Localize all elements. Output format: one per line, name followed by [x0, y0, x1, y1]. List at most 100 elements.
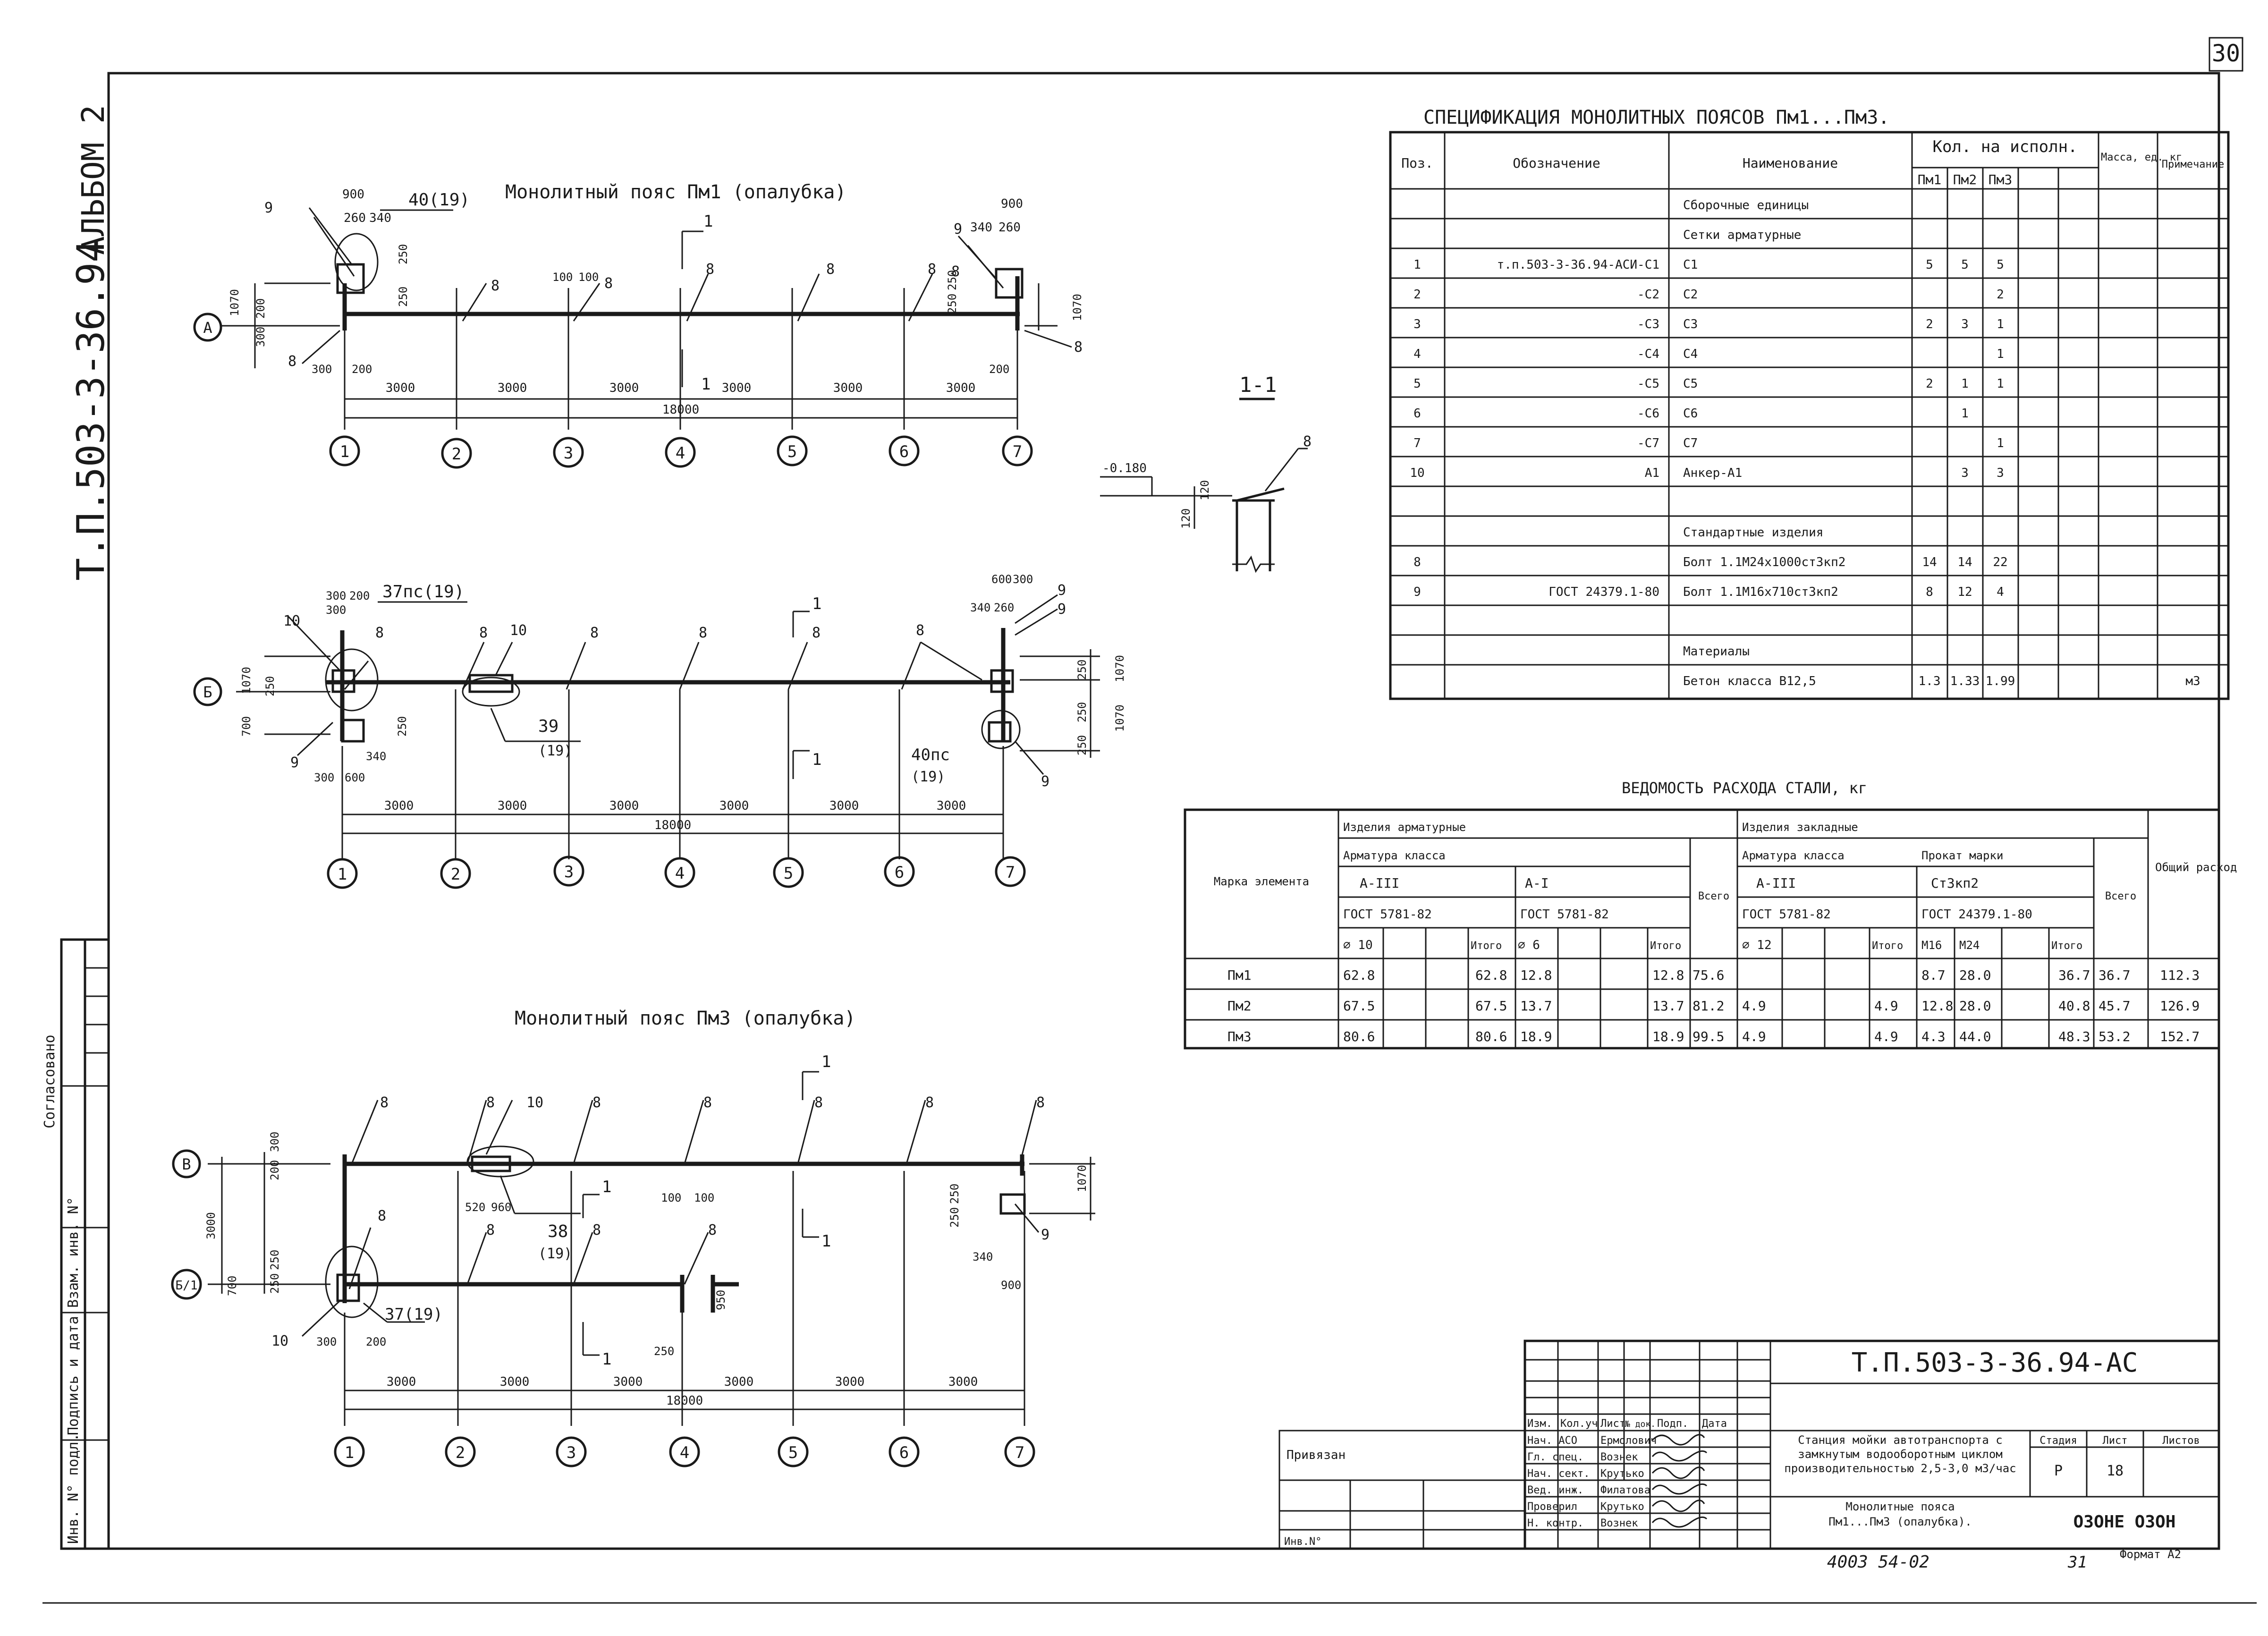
- plan-pm3-section-mark-1: 1: [821, 1052, 831, 1071]
- plan-pm3-axis-2: 2: [456, 1443, 465, 1462]
- plan-pm3-span-4: 3000: [724, 1375, 754, 1389]
- stamp-signature-date: Подпись и дата: [65, 1316, 82, 1435]
- section-1-1-level: -0.180: [1102, 461, 1147, 475]
- spec-cell-qty-pm2: 1: [1961, 407, 1969, 421]
- plan-pm2-dim-250b: 250: [396, 716, 409, 737]
- spec-cell-qty-pm3: 1.99: [1986, 674, 2015, 688]
- plan-pm3-dim-100b: 100: [694, 1191, 714, 1204]
- steel-cell-itogo3: 4.9: [1874, 998, 1898, 1014]
- tb-role-4: Вед. инж.: [1527, 1484, 1583, 1496]
- plan-pm2-dim-250d: 250: [1075, 702, 1089, 722]
- plan-pm3-axis-5: 5: [788, 1443, 798, 1462]
- plan-pm2-span-3: 3000: [609, 799, 639, 813]
- plan-pm2: 37пс(19) 39 (19) 40пс (19) 300 200 300 6…: [193, 573, 1126, 889]
- tb-name-1: Ермолович: [1600, 1435, 1657, 1447]
- plan-pm2-span-2: 3000: [498, 799, 527, 813]
- spec-cell-designation: -С6: [1637, 407, 1659, 421]
- plan-pm1-dim-250c: 250: [946, 270, 959, 290]
- steel-dia-6: ⌀ 6: [1518, 938, 1540, 952]
- plan-pm3-mark-8j: 8: [592, 1222, 601, 1238]
- spec-cell-qty-pm2: 1.33: [1950, 674, 1980, 688]
- spec-cell-qty-pm1: 8: [1926, 585, 1933, 599]
- plan-pm1-dim-top-right-3: 260: [999, 220, 1021, 235]
- spec-cell-qty-pm2: 14: [1957, 555, 1972, 569]
- plan-pm2-mark-8b: 8: [479, 625, 488, 641]
- tb-h-sign: Подп.: [1657, 1418, 1688, 1430]
- tb-project-title: Станция мойки автотранспорта с замкнутым…: [1784, 1433, 2016, 1475]
- plan-pm1-span-4: 3000: [722, 381, 752, 395]
- steel-h-total-2: Всего: [2105, 890, 2136, 902]
- plan-pm2-span-6: 3000: [937, 799, 966, 813]
- plan-pm1-mark-8g: 8: [951, 263, 960, 280]
- plan-pm2-dim-600: 600: [345, 771, 365, 784]
- spec-cell-pos: 5: [1413, 377, 1421, 391]
- steel-cell-m24: 44.0: [1959, 1029, 1991, 1044]
- steel-itogo-2: Итого: [1650, 940, 1681, 952]
- spec-h-note: Примечание: [2162, 159, 2224, 170]
- plan-pm2-node-right-circle: [981, 710, 1021, 749]
- plan-pm1-dim-100a: 100: [552, 271, 573, 284]
- steel-cell-m24: 28.0: [1959, 998, 1991, 1014]
- tb-name-4: Филатова: [1600, 1484, 1650, 1496]
- steel-cell-total2: 36.7: [2099, 967, 2130, 983]
- steel-grade: Ст3кп2: [1931, 875, 1979, 891]
- spec-cell-qty-pm2: 1: [1961, 377, 1969, 391]
- plan-pm3-node-left-circle: [325, 1246, 379, 1318]
- steel-cell-overall: 152.7: [2160, 1029, 2200, 1044]
- plan-pm2-mark-9a: 9: [1058, 582, 1066, 599]
- sheet-number: 30: [2212, 40, 2240, 67]
- plan-pm1-dim-300b: 300: [312, 363, 332, 376]
- tb-h-list: Лист: [1600, 1418, 1625, 1430]
- plan-pm1-mark-8a: 8: [288, 353, 296, 370]
- tb-h-doc: № док.: [1625, 1419, 1656, 1429]
- steel-cell-total2: 45.7: [2099, 998, 2130, 1014]
- plan-pm2-mark-9b: 9: [1058, 601, 1066, 618]
- spec-cell-name: С4: [1683, 347, 1698, 361]
- plan-pm1-axis-5: 5: [787, 442, 797, 461]
- plan-pm2-node-mid-sub: (19): [538, 743, 572, 759]
- spec-h-qty-pm2: Пм2: [1953, 172, 1977, 187]
- spec-cell-qty-pm2: 3: [1961, 466, 1969, 480]
- plan-pm2-node-left-circle: [325, 648, 379, 712]
- tb-role-5: Проверил: [1527, 1501, 1577, 1513]
- plan-pm3-axis-7: 7: [1015, 1443, 1024, 1462]
- spec-cell-qty-pm3: 2: [1997, 288, 2004, 302]
- plan-pm2-mark-8a: 8: [375, 625, 384, 641]
- plan-pm2-axis-5: 5: [784, 864, 793, 883]
- plan-pm3-dim-3000: 3000: [204, 1212, 218, 1239]
- steel-cell-overall: 126.9: [2160, 998, 2200, 1014]
- spec-cell-name: Материалы: [1683, 644, 1750, 659]
- plan-pm1-mark-9a: 9: [264, 200, 273, 216]
- plan-pm2-axis-4: 4: [675, 864, 685, 883]
- plan-pm1-dim-200b: 200: [352, 363, 372, 376]
- spec-cell-qty-pm3: 1: [1997, 317, 2004, 331]
- plan-pm1-section-mark-bottom: 1: [701, 375, 711, 394]
- steel-gost-a3: ГОСТ 5781-82: [1343, 907, 1432, 922]
- plan-pm2-mark-8c: 8: [590, 625, 599, 641]
- plan-pm3-axis-1: 1: [345, 1443, 354, 1462]
- steel-h-rebar-items: Изделия арматурные: [1343, 821, 1466, 834]
- spec-cell-name: Анкер-А1: [1683, 466, 1742, 480]
- plan-pm3-dim-250a: 250: [268, 1273, 281, 1294]
- section-1-1: 1-1 -0.180 120 120 8: [1100, 373, 1312, 573]
- steel-m24: М24: [1959, 939, 1980, 952]
- plan-pm2-total: 18000: [654, 818, 691, 832]
- plan-pm2-dim-top-right-3: 340: [970, 601, 990, 614]
- plan-pm3-dim-900: 900: [1001, 1279, 1021, 1292]
- steel-itogo-4: Итого: [2051, 940, 2082, 952]
- steel-cell-itogo2: 12.8: [1652, 967, 1684, 983]
- spec-cell-qty-pm3: 3: [1997, 466, 2004, 480]
- spec-cell-pos: 10: [1410, 466, 1424, 480]
- steel-cell-total1: 99.5: [1693, 1029, 1724, 1044]
- spec-cell-qty-pm3: 4: [1997, 585, 2004, 599]
- steel-cell-overall: 112.3: [2160, 967, 2200, 983]
- plan-pm1-dim-1070-right: 1070: [1071, 294, 1084, 321]
- plan-pm3-dim-250b: 250: [268, 1250, 281, 1270]
- steel-cell-itogo1: 80.6: [1475, 1029, 1507, 1044]
- plan-pm1-axis-6: 6: [899, 442, 909, 461]
- plan-pm2-row-bubble: [193, 677, 222, 706]
- plan-pm3-mark-10b: 10: [271, 1333, 288, 1349]
- plan-pm3-dim-250d: 250: [948, 1207, 961, 1228]
- spec-cell-pos: 2: [1413, 288, 1421, 302]
- spec-cell-name: С5: [1683, 377, 1698, 391]
